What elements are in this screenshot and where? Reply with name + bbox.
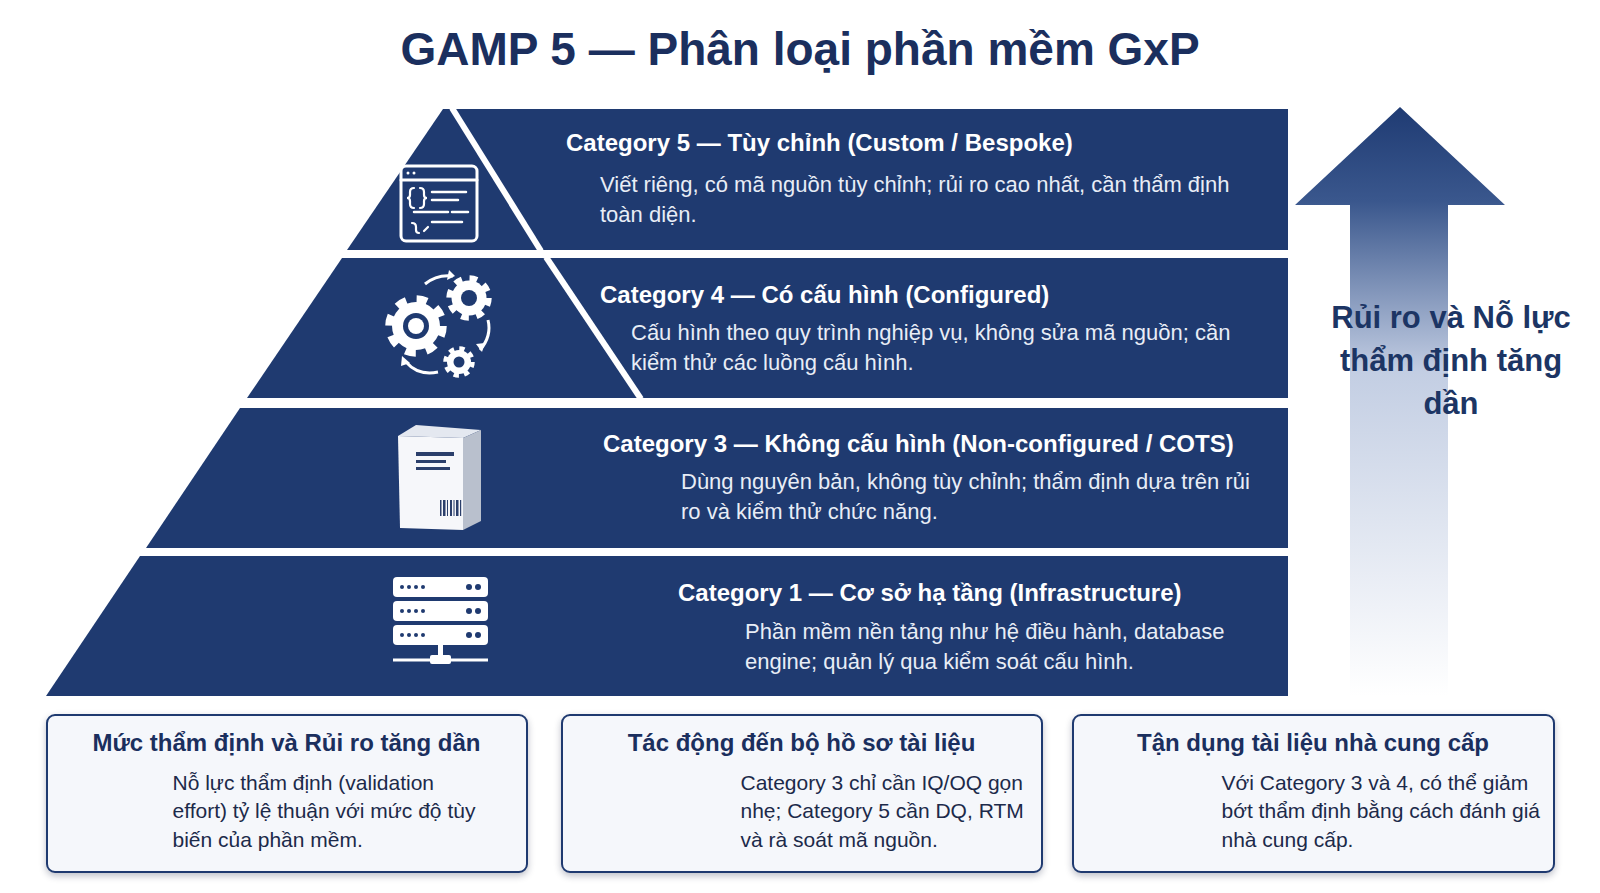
band-heading: Category 4 — Có cấu hình (Configured) <box>600 280 1284 310</box>
band-heading: Category 3 — Không cấu hình (Non-configu… <box>603 429 1284 459</box>
pyramid-band: Category 5 — Tùy chỉnh (Custom / Bespoke… <box>347 109 1288 250</box>
band-body: Cấu hình theo quy trình nghiệp vụ, không… <box>631 318 1241 378</box>
card-body: Nỗ lực thẩm định (validation effort) tỷ … <box>173 769 491 855</box>
band-body: Viết riêng, có mã nguồn tùy chỉnh; rủi r… <box>600 170 1260 230</box>
info-card: Tận dụng tài liệu nhà cung cấpVới Catego… <box>1072 714 1555 873</box>
band-heading: Category 5 — Tùy chỉnh (Custom / Bespoke… <box>566 128 1284 158</box>
band-polygon <box>146 408 1288 548</box>
pyramid-band: Category 4 — Có cấu hình (Configured) Cấu… <box>247 258 1288 398</box>
card-heading: Tác động đến bộ hồ sơ tài liệu <box>561 728 1043 758</box>
band-polygon <box>247 258 1288 398</box>
info-card: Mức thẩm định và Rủi ro tăng dần Nỗ lực t… <box>46 714 528 873</box>
diagram-title: GAMP 5 — Phân loại phần mềm GxP <box>0 22 1600 76</box>
band-body: Phần mềm nền tảng như hệ điều hành, data… <box>745 617 1275 677</box>
band-heading: Category 1 — Cơ sở hạ tầng (Infrastructu… <box>678 578 1284 608</box>
card-heading: Tận dụng tài liệu nhà cung cấp <box>1072 728 1555 758</box>
pyramid-band: Category 3 — Không cấu hình (Non-configu… <box>146 408 1288 548</box>
info-card: Tác động đến bộ hồ sơ tài liệuCategory 3… <box>561 714 1043 873</box>
risk-arrow: Rủi ro và Nỗ lực thẩm định tăng dần <box>1295 107 1505 696</box>
band-body: Dùng nguyên bản, không tùy chỉnh; thẩm đ… <box>681 467 1261 527</box>
card-heading: Mức thẩm định và Rủi ro tăng dần <box>46 728 528 758</box>
card-body: Với Category 3 và 4, có thể giảm bớt thẩ… <box>1222 769 1547 855</box>
pyramid-band: Category 1 — Cơ sở hạ tầng (Infrastructu… <box>46 556 1288 696</box>
arrow-label: Rủi ro và Nỗ lực thẩm định tăng dần <box>1316 296 1586 425</box>
band-polygon <box>46 556 1288 696</box>
band-polygon <box>347 109 1288 250</box>
card-body: Category 3 chỉ cần IQ/OQ gọn nhẹ; Catego… <box>741 769 1041 855</box>
